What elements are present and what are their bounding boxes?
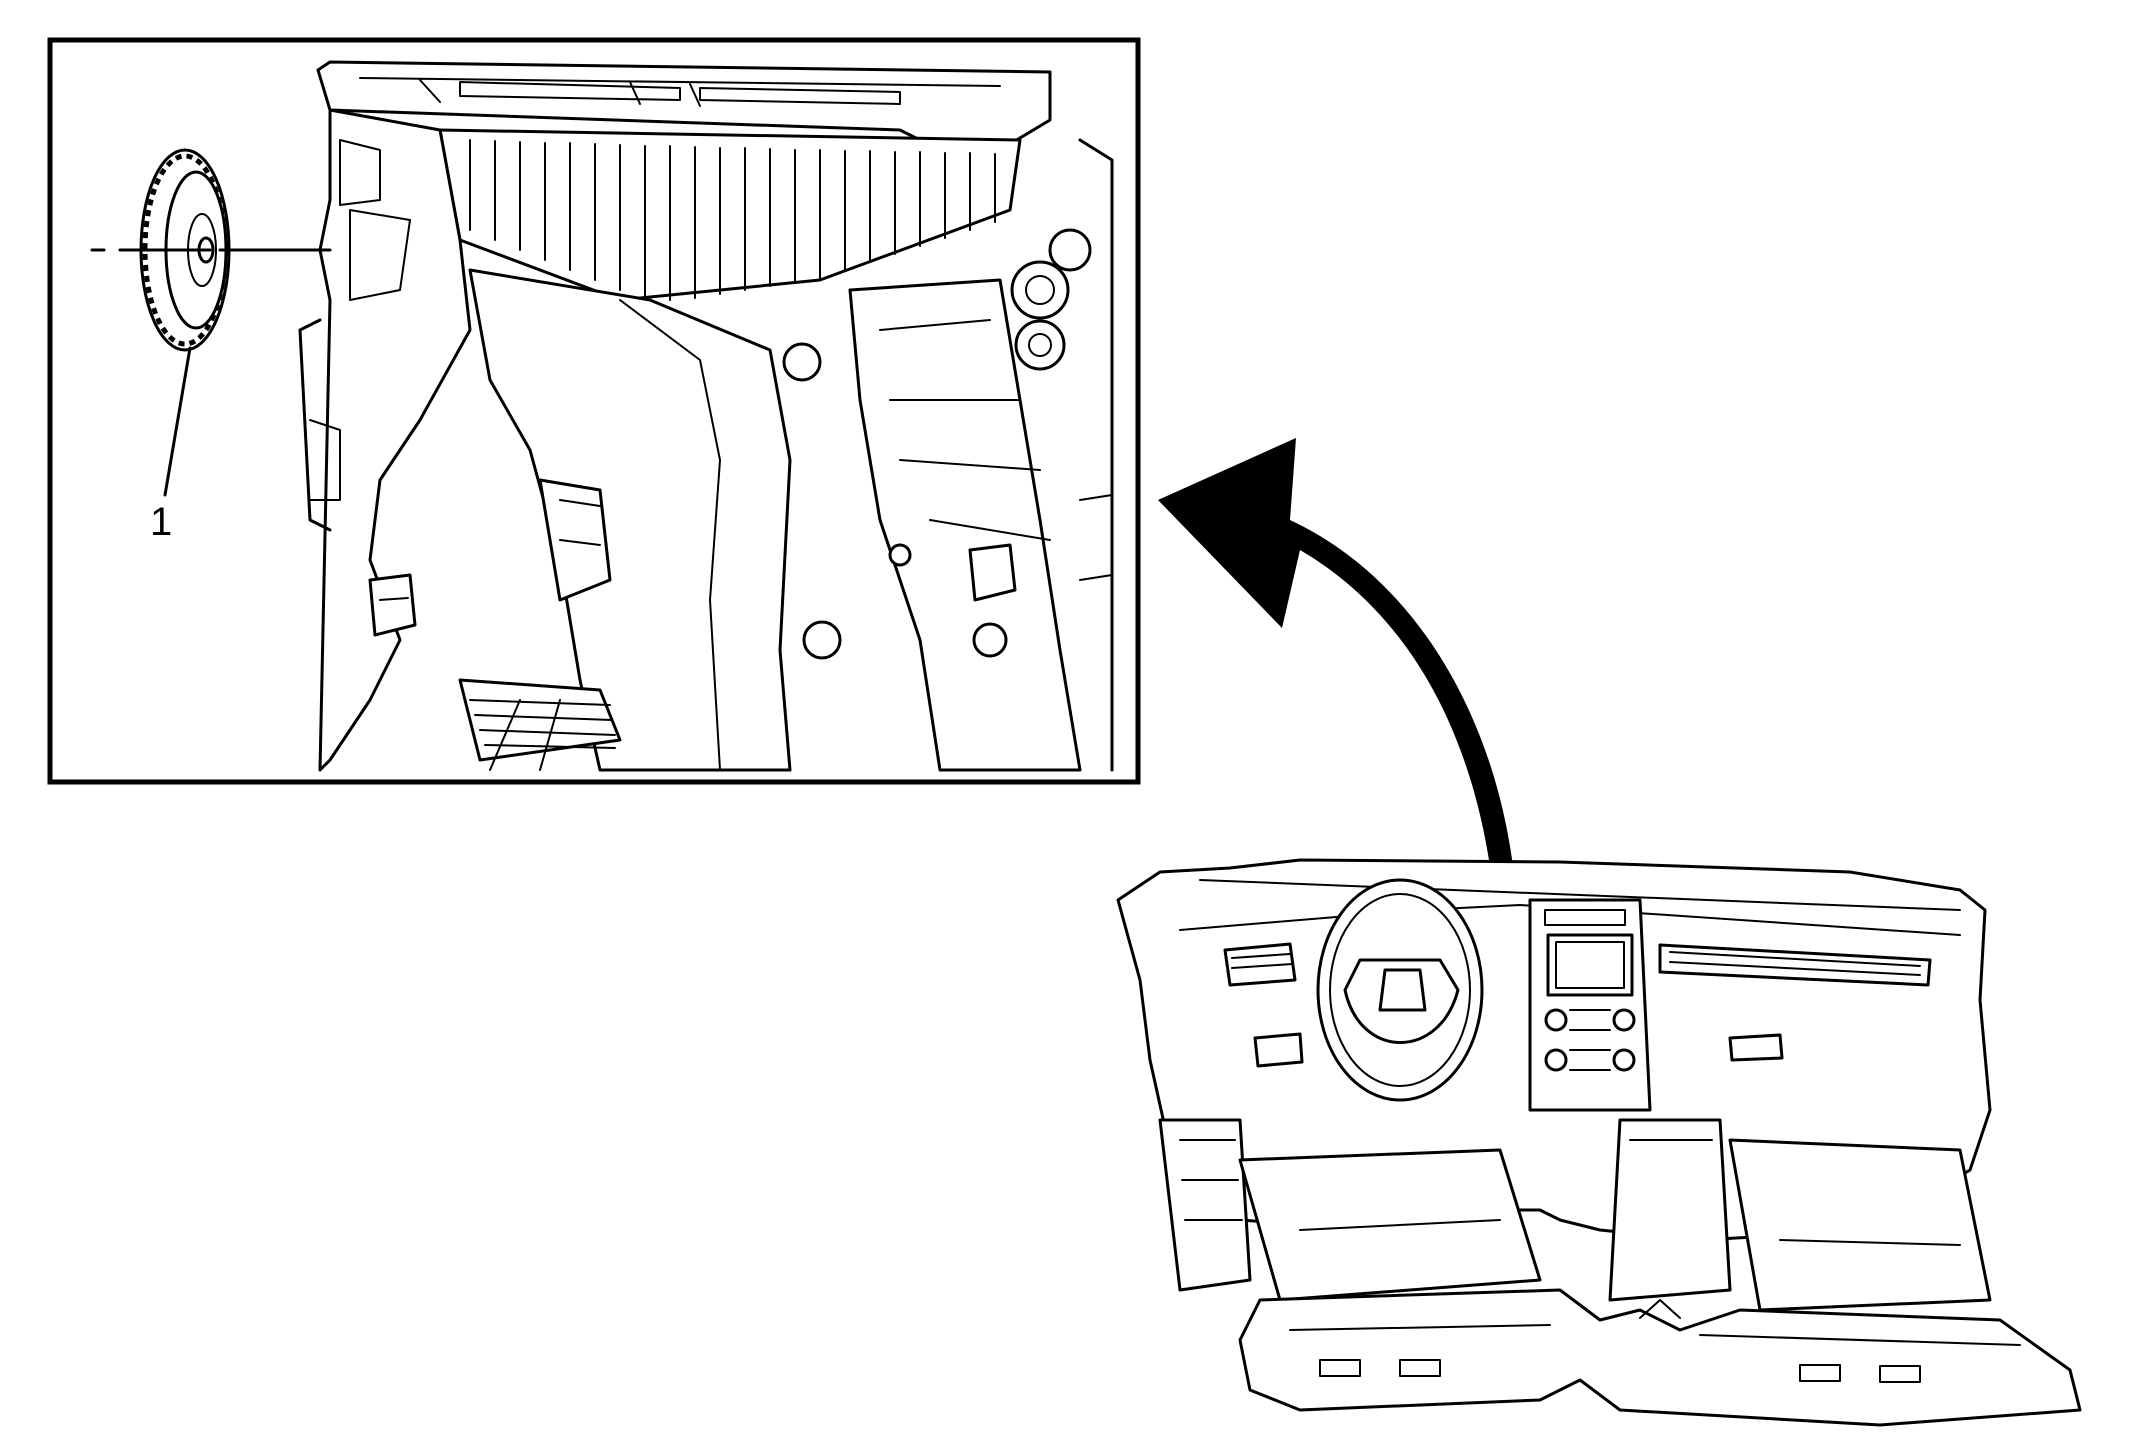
steering-wheel (1316, 878, 1484, 1102)
view-pointer-arrow (1158, 438, 1519, 950)
instrument-panel-overview (1116, 858, 2082, 1427)
center-stack (1528, 898, 1652, 1112)
housing-ribs (469, 139, 996, 301)
hvac-module-housing (298, 60, 1114, 772)
callout-leader-line (163, 346, 192, 497)
inset-detail-view: 1 (47, 37, 1141, 785)
right-actuator-gears (1010, 228, 1092, 371)
callout-label-1: 1 (150, 500, 172, 544)
